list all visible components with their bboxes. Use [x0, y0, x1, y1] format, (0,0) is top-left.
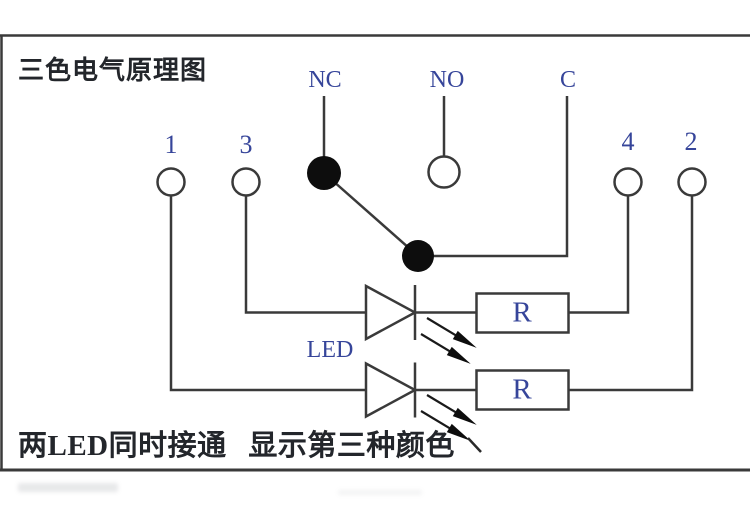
- terminal2-label: 2: [684, 127, 698, 156]
- terminal1-circle: [156, 167, 186, 197]
- stray-mark: [467, 437, 482, 453]
- switch-lever: [323, 172, 419, 257]
- no-contact-circle: [427, 155, 461, 189]
- terminal3-wire: [244, 196, 366, 314]
- led1-emission-arrow-1: [423, 312, 481, 354]
- c-label: C: [559, 67, 577, 93]
- resistor2-label: R: [512, 373, 532, 406]
- resistor1-box: [475, 292, 570, 334]
- diagram-title: 三色电气原理图: [18, 56, 208, 85]
- faint-print-remnant: [338, 490, 422, 495]
- terminal4-label: 4: [621, 127, 635, 156]
- faint-print-remnant: [18, 483, 118, 492]
- terminal3-label: 3: [239, 130, 253, 159]
- led1-triangle: [364, 283, 418, 342]
- r1-to-terminal4-wire: [569, 196, 630, 314]
- switch-pivot-dot: [402, 240, 434, 272]
- terminal3-circle: [231, 167, 261, 197]
- no-label: NO: [429, 67, 465, 93]
- terminal4-circle: [613, 167, 643, 197]
- led2-triangle: [364, 361, 418, 419]
- resistor2-box: [475, 369, 570, 411]
- nc-label: NC: [308, 67, 342, 93]
- caption-text: 两LED同时接通 显示第三种颜色: [18, 430, 455, 462]
- terminal2-circle: [677, 167, 707, 197]
- led2-emission-arrow-1: [423, 389, 481, 431]
- led1-emission-arrow-2: [417, 328, 475, 370]
- nc-contact-dot: [307, 156, 341, 190]
- terminal1-wire: [169, 196, 366, 392]
- led-label: LED: [306, 337, 354, 363]
- r2-to-terminal2-wire: [569, 196, 694, 392]
- terminal1-label: 1: [164, 130, 178, 159]
- resistor1-label: R: [512, 296, 532, 329]
- common-c-wire: [418, 96, 569, 258]
